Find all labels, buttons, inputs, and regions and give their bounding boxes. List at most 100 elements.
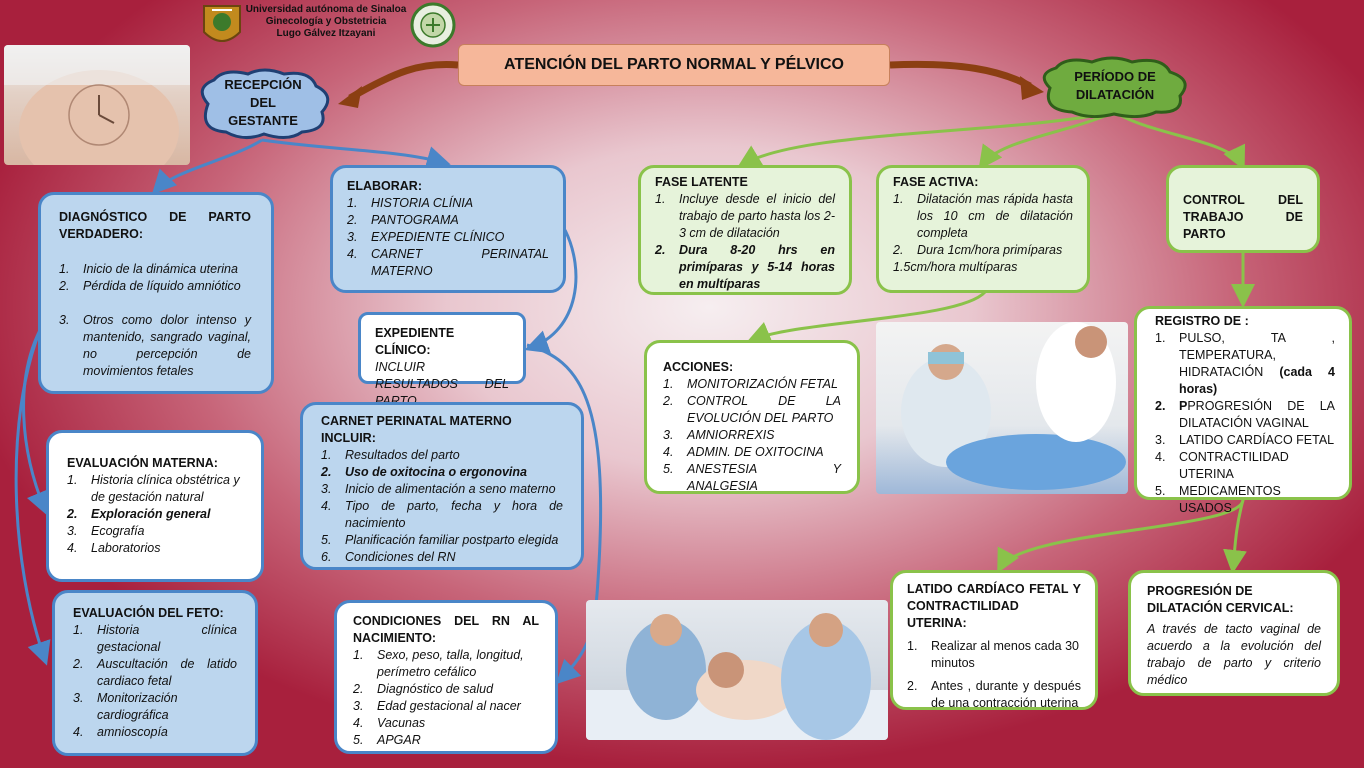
list-item: 1.Historia clínica gestacional — [73, 623, 237, 654]
diagnostico-title: DIAGNÓSTICO DE PARTO VERDADERO: — [59, 210, 251, 241]
list-item: 2.Dura 8-20 hrs en primíparas y 5-14 hor… — [655, 243, 835, 291]
list-item: 4.Vacunas — [353, 716, 426, 730]
list-item: 2.Pérdida de líquido amniótico — [59, 279, 241, 293]
reception-bubble: RECEPCIÓN DEL GESTANTE — [188, 68, 338, 140]
evaluacion-feto-title: EVALUACIÓN DEL FETO: — [73, 606, 224, 620]
latido-title: LATIDO CARDÍACO FETAL Y CONTRACTILIDAD U… — [907, 582, 1081, 630]
registro-title: REGISTRO DE : — [1155, 314, 1249, 328]
list-item: 3.AMNIORREXIS — [663, 428, 775, 442]
list-item: 3.Monitorización cardiográfica — [73, 691, 178, 722]
list-item: 1.Resultados del parto — [321, 448, 460, 462]
list-item: 2.Auscultación de latido cardiaco fetal — [73, 657, 237, 688]
list-item: 6.Condiciones del RN — [321, 550, 456, 564]
list-item: 4.CONTRACTILIDAD UTERINA — [1155, 450, 1289, 481]
condiciones-rn-list: 1.Sexo, peso, talla, longitud, perímetro… — [353, 647, 539, 749]
list-item: 5.ANESTESIA Y ANALGESIA — [663, 462, 841, 493]
university-logo — [200, 2, 244, 50]
latido-box: LATIDO CARDÍACO FETAL Y CONTRACTILIDAD U… — [890, 570, 1098, 710]
list-item: 4.amnioscopía — [73, 725, 168, 739]
progresion-text: A través de tacto vaginal de acuerdo a l… — [1147, 622, 1321, 687]
carnet-list: 1.Resultados del parto 2.Uso de oxitocin… — [321, 447, 563, 566]
list-item: 1.Sexo, peso, talla, longitud, perímetro… — [353, 648, 524, 679]
latido-list: 1.Realizar al menos cada 30 minutos 2.An… — [907, 638, 1081, 712]
author-name: Lugo Gálvez Itzayani — [276, 28, 376, 39]
list-item: 5.Planificación familiar postparto elegi… — [321, 533, 559, 547]
list-item: 5.APGAR — [353, 733, 421, 747]
reception-label: RECEPCIÓN DEL GESTANTE — [224, 77, 302, 128]
list-item: 3.LATIDO CARDÍACO FETAL — [1155, 433, 1335, 447]
list-item: 3.Edad gestacional al nacer — [353, 699, 521, 713]
evaluacion-feto-box: EVALUACIÓN DEL FETO: 1.Historia clínica … — [52, 590, 258, 756]
list-item: 1.PULSO, TA , TEMPERATURA, HIDRATACIÓN (… — [1155, 331, 1335, 396]
university-name: Universidad autónoma de Sinaloa — [245, 4, 407, 15]
elaborar-title: ELABORAR: — [347, 179, 422, 193]
list-item: 2.Uso de oxitocina o ergonovina — [321, 465, 527, 479]
department-name: Ginecología y Obstetricia — [265, 16, 387, 27]
list-item: 1.MONITORIZACIÓN FETAL — [663, 377, 838, 391]
elaborar-list: 1.HISTORIA CLÍNIA 2.PANTOGRAMA 3.EXPEDIE… — [347, 195, 549, 280]
list-item: 5.MEDICAMENTOS USADOS — [1155, 484, 1281, 515]
list-item: 2.PANTOGRAMA — [347, 213, 459, 227]
dilation-label: PERÍODO DE DILATACIÓN — [1074, 69, 1156, 102]
fase-latente-title: FASE LATENTE — [655, 175, 748, 189]
dilation-bubble: PERÍODO DE DILATACIÓN — [1032, 56, 1198, 118]
control-title: CONTROL DEL TRABAJO DE PARTO — [1183, 193, 1303, 241]
list-item: 3.Otros como dolor intenso y mantenido, … — [59, 313, 251, 378]
arrow-title-to-reception — [348, 61, 459, 102]
evaluacion-feto-list: 1.Historia clínica gestacional 2.Auscult… — [73, 622, 237, 741]
acciones-box: ACCIONES: 1.MONITORIZACIÓN FETAL 2.CONTR… — [644, 340, 860, 494]
carnet-box: CARNET PERINATAL MATERNO INCLUIR: 1.Resu… — [300, 402, 584, 570]
expediente-box: EXPEDIENTE CLÍNICO: INCLUIR RESULTADOS D… — [358, 312, 526, 408]
fase-latente-box: FASE LATENTE 1.Incluye desde el inicio d… — [638, 165, 852, 295]
expediente-title: EXPEDIENTE CLÍNICO: — [375, 326, 455, 357]
fase-activa-box: FASE ACTIVA: 1.Dilatación mas rápida has… — [876, 165, 1090, 293]
list-item: 4.Laboratorios — [67, 541, 161, 555]
list-item: 1.Historia clínica obstétrica y de gesta… — [67, 473, 240, 504]
list-item: 2.Exploración general — [67, 507, 211, 521]
progresion-title: PROGRESIÓN DE DILATACIÓN CERVICAL: — [1147, 584, 1294, 615]
fase-latente-list: 1.Incluye desde el inicio del trabajo de… — [655, 191, 835, 293]
faculty-seal — [408, 2, 458, 48]
registro-list: 1.PULSO, TA , TEMPERATURA, HIDRATACIÓN (… — [1155, 330, 1335, 517]
evaluacion-materna-box: EVALUACIÓN MATERNA: 1.Historia clínica o… — [46, 430, 264, 582]
list-item: 3.Inicio de alimentación a seno materno — [321, 482, 556, 496]
condiciones-rn-title: CONDICIONES DEL RN AL NACIMIENTO: — [353, 614, 539, 645]
list-item: 4.CARNET PERINATAL MATERNO — [347, 247, 549, 278]
control-box: CONTROL DEL TRABAJO DE PARTO — [1166, 165, 1320, 253]
fase-activa-title: FASE ACTIVA: — [893, 175, 979, 189]
registro-box: REGISTRO DE : 1.PULSO, TA , TEMPERATURA,… — [1134, 306, 1352, 515]
list-item: 1.HISTORIA CLÍNIA — [347, 196, 474, 210]
condiciones-rn-box: CONDICIONES DEL RN AL NACIMIENTO: 1.Sexo… — [334, 600, 558, 754]
diagnostico-box: DIAGNÓSTICO DE PARTO VERDADERO: 1.Inicio… — [38, 192, 274, 394]
arrow-title-to-dilation — [889, 60, 1032, 90]
list-item: 4.Tipo de parto, fecha y hora de nacimie… — [321, 499, 563, 530]
list-item: 2.CONTROL DE LA EVOLUCIÓN DEL PARTO — [663, 394, 841, 425]
pregnant-belly-photo — [4, 45, 190, 165]
list-item: 2.Antes , durante y después de una contr… — [907, 679, 1081, 710]
header-text: Universidad autónoma de Sinaloa Ginecolo… — [240, 4, 412, 40]
list-item: 3.EXPEDIENTE CLÍNICO — [347, 230, 505, 244]
childbirth-photo — [586, 600, 888, 740]
list-item: 1.Inicio de la dinámica uterina — [59, 262, 238, 276]
list-item: 2.PPROGRESIÓN DE LA DILATACIÓN VAGINAL — [1155, 399, 1335, 430]
fase-activa-list: 1.Dilatación mas rápida hasta los 10 cm … — [893, 191, 1073, 259]
list-item: 1.Incluye desde el inicio del trabajo de… — [655, 192, 835, 240]
list-item: 4.ADMIN. DE OXITOCINA — [663, 445, 824, 459]
evaluacion-materna-title: EVALUACIÓN MATERNA: — [67, 456, 218, 470]
main-title-text: ATENCIÓN DEL PARTO NORMAL Y PÉLVICO — [504, 56, 844, 73]
list-item: 3.Ecografía — [67, 524, 145, 538]
list-item: 2.Dura 1cm/hora primíparas — [893, 243, 1063, 257]
acciones-list: 1.MONITORIZACIÓN FETAL 2.CONTROL DE LA E… — [663, 376, 841, 495]
evaluacion-materna-list: 1.Historia clínica obstétrica y de gesta… — [67, 472, 245, 557]
expediente-text: INCLUIR RESULTADOS DEL PARTO — [375, 360, 509, 408]
fase-activa-extra: 1.5cm/hora multíparas — [893, 260, 1018, 274]
list-item: 2.Diagnóstico de salud — [353, 682, 494, 696]
list-item: 1.Realizar al menos cada 30 minutos — [907, 639, 1079, 670]
clinic-examination-photo — [876, 322, 1128, 494]
progresion-box: PROGRESIÓN DE DILATACIÓN CERVICAL: A tra… — [1128, 570, 1340, 696]
list-item: 1.Dilatación mas rápida hasta los 10 cm … — [893, 192, 1073, 240]
acciones-title: ACCIONES: — [663, 360, 734, 374]
elaborar-box: ELABORAR: 1.HISTORIA CLÍNIA 2.PANTOGRAMA… — [330, 165, 566, 293]
diagnostico-list: 1.Inicio de la dinámica uterina 2.Pérdid… — [59, 261, 251, 380]
